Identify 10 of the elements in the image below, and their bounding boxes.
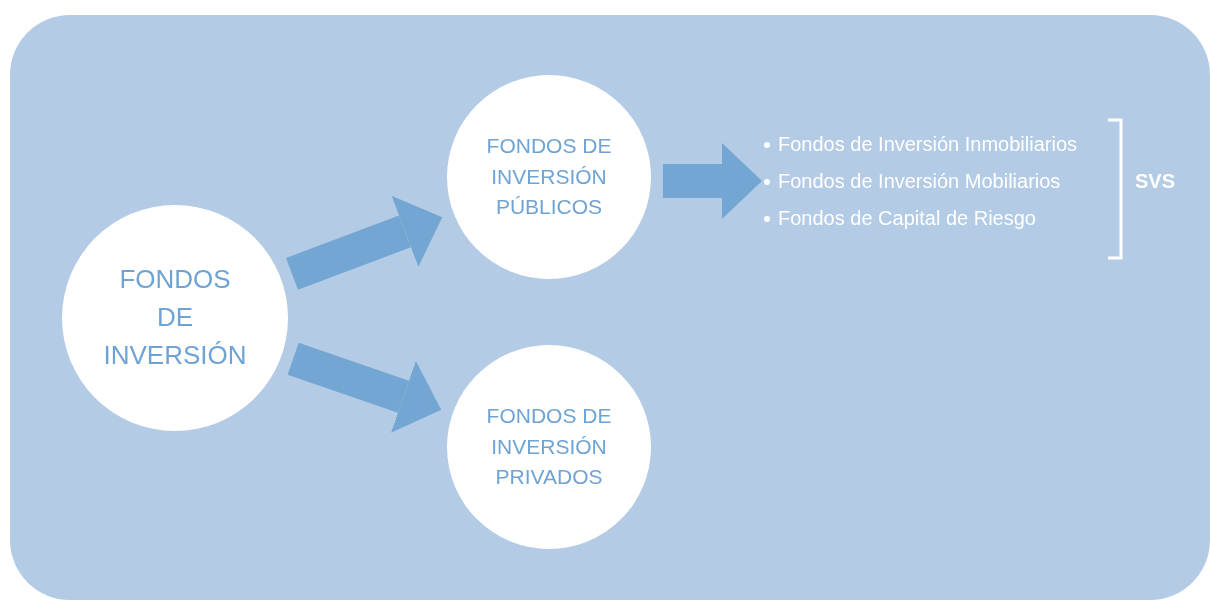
list-item: Fondos de Inversión Inmobiliarios xyxy=(762,130,1078,167)
node-label: FONDOS DE INVERSIÓN xyxy=(102,263,248,372)
block-arrow xyxy=(287,342,442,433)
list-item: Fondos de Capital de Riesgo xyxy=(762,204,1078,241)
node-label: FONDOS DE INVERSIÓN PÚBLICOS xyxy=(485,133,613,221)
block-arrow xyxy=(663,143,762,219)
list-item: Fondos de Inversión Mobiliarios xyxy=(762,167,1078,204)
block-arrow xyxy=(286,195,443,290)
node-label: FONDOS DE INVERSIÓN PRIVADOS xyxy=(485,403,613,491)
group-label: SVS xyxy=(1135,170,1176,193)
